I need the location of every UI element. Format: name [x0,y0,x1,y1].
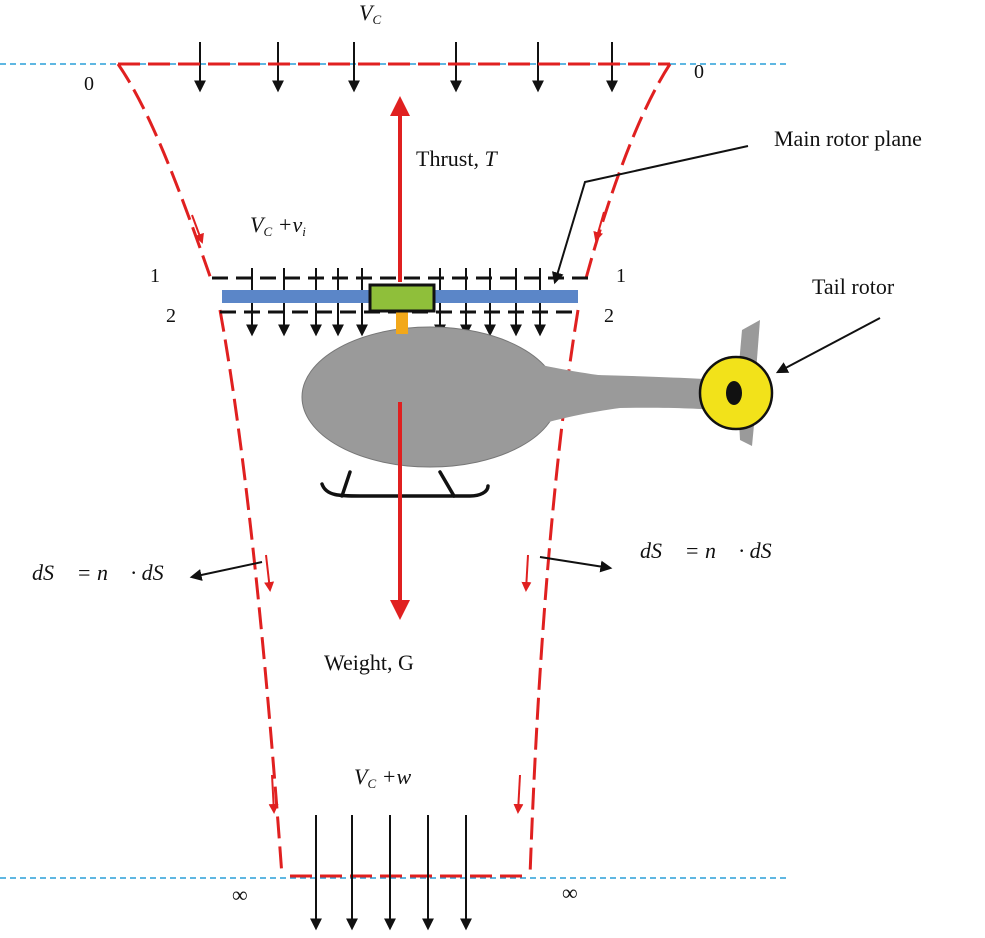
vc-top-subscript: C [372,12,382,27]
label-thrust: Thrust, T [416,148,497,170]
outflow-arrows-bottom [310,815,472,931]
label-main-rotor-plane: Main rotor plane [774,126,922,151]
thrust-symbol: T [484,146,497,171]
label-station-0-right: 0 [694,61,704,83]
label-ds-right: dS⃗ = n⃗ · dS [640,538,772,563]
label-vc-plus-vi: VC +vi [250,212,306,239]
thrust-text: Thrust, [416,146,485,171]
label-station-1-right: 1 [616,265,626,287]
label-station-1-left: 1 [150,265,160,287]
vc-top-main: V [359,0,373,25]
label-vc-top: VC [359,0,382,27]
rotor-hub [368,283,436,313]
label-station-2-right: 2 [604,305,614,327]
helicopter-fuselage [301,326,720,468]
vc-w-main: V [354,764,368,789]
label-station-2-left: 2 [166,305,176,327]
leader-lines [189,145,881,581]
label-infinity-right: ∞ [562,880,578,905]
vc-vi-rest: +v [272,212,303,237]
vc-vi-subscript-c: C [263,224,273,239]
label-ds-left: dS⃗ = n⃗ · dS [32,560,164,585]
rotor-mast [396,312,408,334]
label-infinity-left: ∞ [232,882,248,907]
label-tail-rotor: Tail rotor [812,274,895,299]
vc-w-subscript: C [367,776,377,791]
vc-w-rest: +w [376,764,412,789]
vc-vi-main: V [250,212,264,237]
landing-skids [320,470,490,498]
streamtube-flow-arrows [191,211,605,814]
label-weight: Weight, G [324,650,414,675]
label-station-0-left: 0 [84,73,94,95]
streamtube-boundary [116,62,672,878]
inflow-arrows-top [194,42,618,93]
label-vc-plus-w: VC +w [354,764,412,791]
tail-rotor-center [726,381,742,405]
vc-vi-subscript-i: i [302,224,306,239]
